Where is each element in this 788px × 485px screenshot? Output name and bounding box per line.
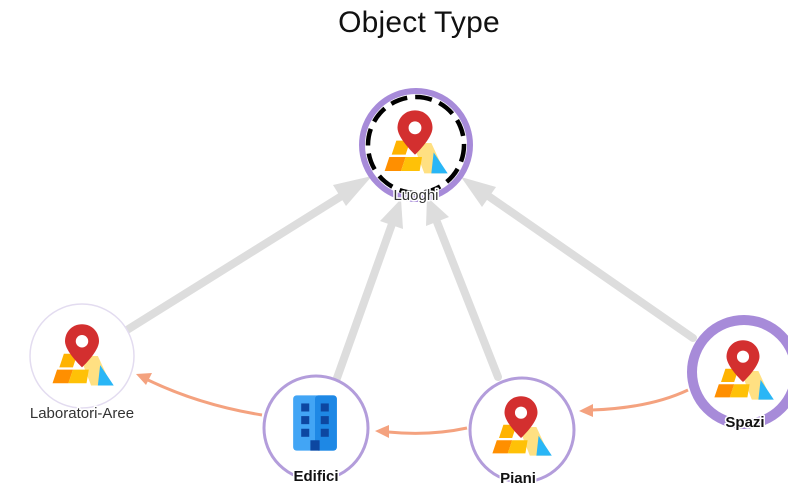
node-luoghi-label: Luoghi [393, 187, 438, 204]
node-piani-label: Piani [500, 470, 536, 485]
node-laboratori-aree[interactable]: Laboratori-Aree [28, 303, 136, 424]
node-luoghi[interactable]: Luoghi [359, 88, 473, 206]
diagram-title: Object Type [338, 6, 500, 39]
office-building-icon [293, 395, 337, 451]
node-edifici-label: Edifici [293, 468, 338, 485]
node-spazi[interactable]: Spazi [687, 315, 788, 433]
node-spazi-label: Spazi [725, 414, 764, 431]
edge-spazi-to-piani[interactable] [579, 388, 689, 417]
edge-piani-to-edifici[interactable] [375, 425, 468, 438]
node-piani[interactable]: Piani [468, 376, 576, 485]
edge-piani-to-luoghi[interactable] [426, 197, 502, 381]
edge-edifici-to-luoghi[interactable] [333, 199, 403, 382]
edge-laboratori-to-luoghi[interactable] [123, 176, 372, 334]
node-laboratori-label: Laboratori-Aree [30, 405, 134, 422]
node-edifici[interactable]: Edifici [262, 374, 370, 485]
edge-edifici-to-laboratori[interactable] [136, 373, 263, 417]
edge-spazi-to-luoghi[interactable] [461, 177, 697, 342]
